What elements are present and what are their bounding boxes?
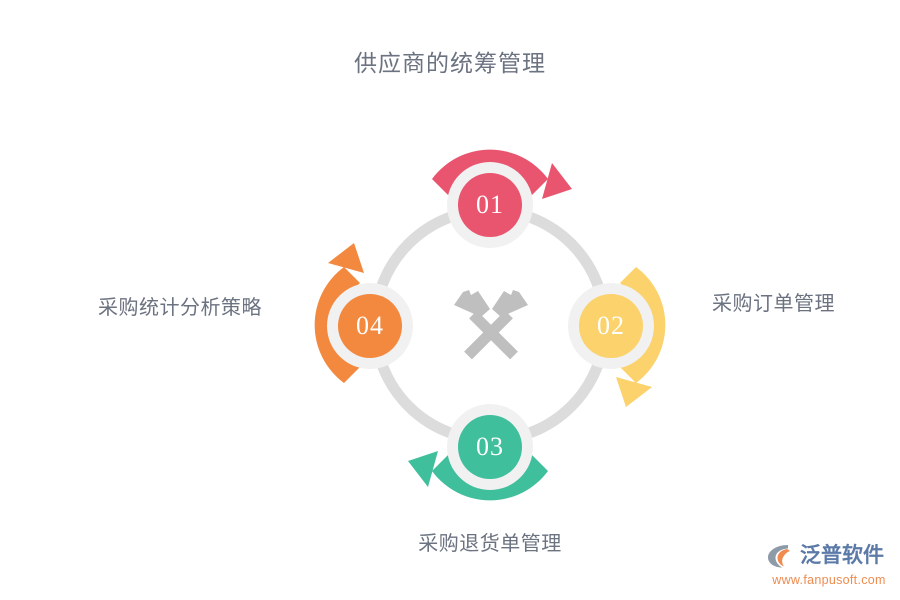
cycle-node-02-number: 02 [579, 294, 643, 358]
cycle-label-bottom: 采购退货单管理 [418, 533, 562, 555]
fanpu-logo-mark-icon [766, 541, 796, 571]
cycle-node-04[interactable]: 04 [327, 283, 413, 369]
cycle-node-02[interactable]: 02 [568, 283, 654, 369]
cycle-label-left: 采购统计分析策略 [98, 297, 262, 319]
cycle-node-04-number: 04 [338, 294, 402, 358]
brand-logo: 泛普软件 www.fanpusoft.com [766, 540, 892, 592]
cycle-node-03-number: 03 [458, 415, 522, 479]
brand-logo-word: 泛普软件 [800, 544, 884, 567]
cycle-node-01[interactable]: 01 [447, 162, 533, 248]
page-title: 供应商的统筹管理 [354, 50, 546, 76]
cycle-node-01-number: 01 [458, 173, 522, 237]
cycle-node-03[interactable]: 03 [447, 404, 533, 490]
brand-logo-row: 泛普软件 [766, 540, 892, 572]
crossed-hammers-icon [445, 278, 537, 370]
brand-logo-url: www.fanpusoft.com [772, 573, 886, 587]
cycle-label-right: 采购订单管理 [712, 293, 835, 315]
